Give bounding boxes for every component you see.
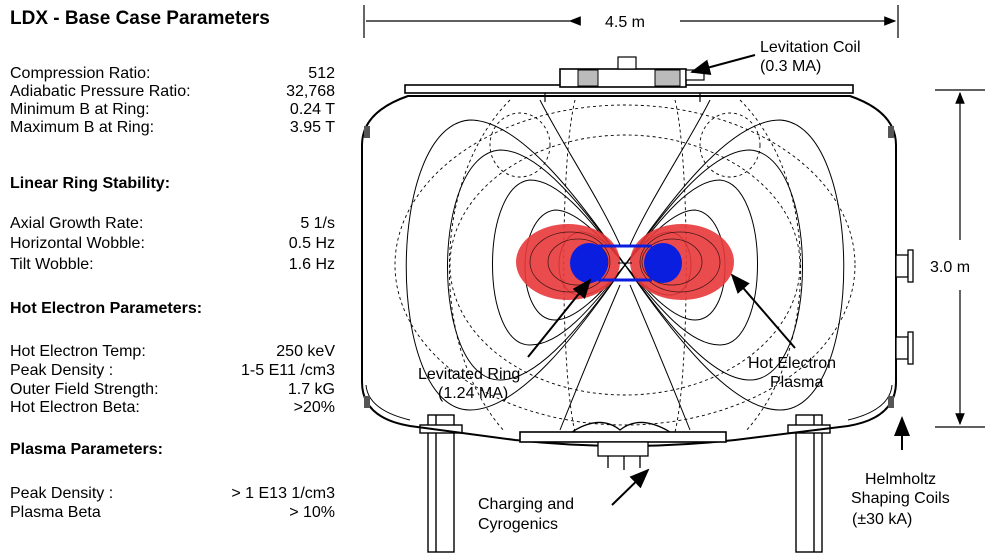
param-value: > 1 E13 1/cm3 bbox=[231, 485, 335, 502]
levitated-ring-current: (1.24 MA) bbox=[438, 385, 508, 402]
levitated-ring-label: Levitated Ring bbox=[418, 366, 520, 383]
param-row: Hot Electron Beta: >20% bbox=[10, 399, 335, 417]
helmholtz-label-line3: (±30 kA) bbox=[852, 511, 912, 528]
param-value: 3.95 T bbox=[289, 119, 335, 136]
param-label: Compression Ratio: bbox=[10, 65, 151, 82]
param-row: Compression Ratio: 512 bbox=[10, 65, 335, 83]
plasma-label-line1: Hot Electron bbox=[748, 355, 836, 372]
param-value: 32,768 bbox=[286, 83, 335, 100]
charging-pointer bbox=[611, 468, 650, 506]
param-label: Tilt Wobble: bbox=[10, 256, 94, 273]
param-label: Maximum B at Ring: bbox=[10, 119, 155, 136]
helmholtz-coil-markers bbox=[364, 126, 894, 408]
param-label: Hot Electron Temp: bbox=[10, 343, 146, 360]
plasma-pointer bbox=[730, 273, 796, 349]
param-row: Outer Field Strength: 1.7 kG bbox=[10, 381, 335, 399]
helmholtz-label-line2: Shaping Coils bbox=[851, 490, 950, 507]
param-value: 512 bbox=[308, 65, 335, 82]
param-label: Plasma Beta bbox=[10, 504, 101, 521]
width-dimension bbox=[363, 5, 899, 38]
side-ports bbox=[895, 249, 914, 365]
magnetic-field-lines bbox=[405, 99, 845, 431]
charging-label-line1: Charging and bbox=[478, 496, 574, 513]
width-label: 4.5 m bbox=[605, 14, 645, 31]
plasma-label-line2: Plasma bbox=[770, 374, 823, 391]
param-row: Adiabatic Pressure Ratio: 32,768 bbox=[10, 83, 335, 101]
section-heading-hot-electron: Hot Electron Parameters: bbox=[10, 300, 203, 317]
param-label: Peak Density : bbox=[10, 485, 114, 502]
param-value: 0.24 T bbox=[289, 101, 335, 118]
levitation-coil-assembly bbox=[404, 56, 854, 102]
section-heading-plasma: Plasma Parameters: bbox=[10, 441, 163, 458]
param-label: Peak Density : bbox=[10, 362, 114, 379]
param-value: 1.6 Hz bbox=[288, 256, 335, 273]
param-value: 1-5 E11 /cm3 bbox=[241, 362, 335, 379]
param-row: Minimum B at Ring: 0.24 T bbox=[10, 101, 335, 119]
param-label: Outer Field Strength: bbox=[10, 381, 159, 398]
height-dimension bbox=[935, 89, 985, 428]
param-row: Hot Electron Temp: 250 keV bbox=[10, 343, 335, 361]
levitation-coil-current: (0.3 MA) bbox=[760, 58, 821, 75]
flux-contours bbox=[394, 99, 856, 433]
helmholtz-label-line1: Helmholtz bbox=[865, 471, 936, 488]
param-row: Peak Density : > 1 E13 1/cm3 bbox=[10, 485, 335, 503]
param-value: 250 keV bbox=[276, 343, 335, 360]
height-label: 3.0 m bbox=[930, 259, 970, 276]
param-label: Minimum B at Ring: bbox=[10, 101, 150, 118]
param-row: Axial Growth Rate: 5 1/s bbox=[10, 215, 335, 233]
param-row: Horizontal Wobble: 0.5 Hz bbox=[10, 235, 335, 253]
param-row: Peak Density : 1-5 E11 /cm3 bbox=[10, 362, 335, 380]
param-value: 1.7 kG bbox=[287, 381, 335, 398]
param-label: Horizontal Wobble: bbox=[10, 235, 145, 252]
param-row: Plasma Beta > 10% bbox=[10, 504, 335, 522]
param-value: 5 1/s bbox=[300, 215, 335, 232]
charging-station bbox=[519, 421, 727, 470]
panel-title: LDX - Base Case Parameters bbox=[10, 8, 270, 29]
param-label: Adiabatic Pressure Ratio: bbox=[10, 83, 191, 100]
param-label: Hot Electron Beta: bbox=[10, 399, 140, 416]
param-value: > 10% bbox=[289, 504, 335, 521]
support-legs bbox=[419, 414, 831, 553]
section-heading-ring-stability: Linear Ring Stability: bbox=[10, 175, 171, 192]
levitated-ring bbox=[570, 243, 682, 283]
param-row: Maximum B at Ring: 3.95 T bbox=[10, 119, 335, 137]
param-row: Tilt Wobble: 1.6 Hz bbox=[10, 256, 335, 274]
levitation-coil-label: Levitation Coil bbox=[760, 39, 861, 56]
charging-label-line2: Cyrogenics bbox=[478, 516, 558, 533]
levitated-ring-pointer bbox=[527, 278, 592, 358]
param-value: >20% bbox=[293, 399, 335, 416]
param-label: Axial Growth Rate: bbox=[10, 215, 144, 232]
param-value: 0.5 Hz bbox=[288, 235, 335, 252]
levitation-coil-pointer bbox=[690, 54, 756, 76]
hot-electron-plasma bbox=[516, 224, 734, 300]
